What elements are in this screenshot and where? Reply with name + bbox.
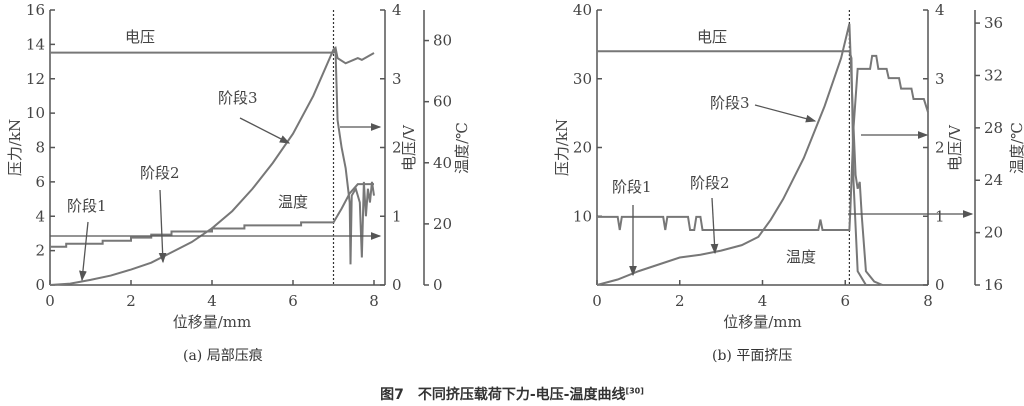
stage1-label: 阶段1 (612, 178, 652, 196)
voltage-tick-label: 2 (935, 139, 945, 157)
x-axis-label: 位移量/mm (173, 313, 252, 331)
voltage-tick-label: 0 (935, 276, 945, 294)
figure-ref: [30] (625, 386, 644, 396)
temperature-label: 温度 (786, 248, 816, 266)
stage3-label: 阶段3 (218, 89, 258, 107)
annotation-arrow (79, 221, 89, 282)
force-tick-label: 10 (26, 104, 45, 122)
voltage-tick-label: 4 (392, 1, 402, 19)
voltage-axis-label: 电压/V (400, 124, 418, 171)
temperature-tick-label: 28 (984, 119, 1003, 137)
force-tick-label: 10 (573, 207, 592, 225)
temperature-tick-label: 16 (984, 276, 1003, 294)
annotation-arrow (710, 197, 719, 255)
voltage-tick-label: 3 (935, 70, 945, 88)
caption-b: (b) 平面挤压 (712, 348, 793, 364)
temperature-tick-label: 20 (984, 224, 1003, 242)
x-tick-label: 2 (675, 292, 685, 310)
x-tick-label: 6 (288, 292, 298, 310)
voltage-label: 电压 (125, 28, 155, 46)
force-tick-label: 6 (35, 173, 45, 191)
stage2-label: 阶段2 (140, 164, 180, 182)
force-tick-label: 30 (573, 70, 592, 88)
voltage-tick-label: 0 (392, 276, 402, 294)
temperature-tick-label: 0 (433, 276, 443, 294)
x-tick-label: 8 (923, 292, 933, 310)
annotation-arrow (239, 117, 291, 144)
force-tick-label: 40 (573, 1, 592, 19)
voltage-tick-label: 3 (392, 70, 402, 88)
annotation-arrow (158, 189, 167, 264)
force-tick-label: 8 (35, 139, 45, 157)
figure-title: 图7 不同挤压载荷下力-电压-温度曲线[30] (0, 384, 1024, 404)
force-tick-label: 14 (26, 35, 45, 53)
x-axis-label: 位移量/mm (723, 313, 802, 331)
x-tick-label: 4 (207, 292, 217, 310)
stage1-label: 阶段1 (67, 197, 107, 215)
temperature-axis-label: 温度/℃ (453, 122, 471, 174)
x-tick-label: 6 (840, 292, 850, 310)
caption-a: (a) 局部压痕 (183, 348, 263, 364)
force-tick-label: 4 (35, 207, 45, 225)
temperature-tick-label: 40 (433, 154, 452, 172)
temperature-tick-label: 32 (984, 66, 1003, 84)
force-curve (596, 23, 883, 286)
x-tick-label: 8 (369, 292, 379, 310)
x-tick-label: 0 (45, 292, 55, 310)
x-tick-label: 2 (126, 292, 136, 310)
temperature-curve (597, 54, 929, 231)
force-tick-label: 0 (35, 276, 45, 294)
temperature-curve (50, 183, 374, 248)
x-tick-label: 4 (758, 292, 768, 310)
voltage-curve (597, 50, 871, 286)
voltage-axis-label: 电压/V (946, 124, 964, 171)
force-tick-label: 20 (573, 139, 592, 157)
x-tick-label: 0 (592, 292, 602, 310)
temperature-tick-label: 20 (433, 215, 452, 233)
stage3-label: 阶段3 (710, 94, 750, 112)
stage2-label: 阶段2 (690, 174, 730, 192)
temperature-tick-label: 24 (984, 171, 1003, 189)
force-curve (49, 45, 375, 286)
voltage-label: 电压 (697, 28, 727, 46)
force-axis-label: 压力/kN (553, 119, 571, 176)
voltage-tick-label: 2 (392, 139, 402, 157)
temperature-tick-label: 60 (433, 93, 452, 111)
voltage-tick-label: 4 (935, 1, 945, 19)
force-tick-label: 2 (35, 242, 45, 260)
voltage-tick-label: 1 (392, 207, 402, 225)
annotation-arrow (754, 104, 817, 123)
temperature-tick-label: 36 (984, 14, 1003, 32)
temperature-axis-label: 温度/℃ (1008, 122, 1024, 174)
voltage-tick-label: 1 (935, 207, 945, 225)
force-tick-label: 16 (26, 1, 45, 19)
voltage-curve (50, 46, 375, 265)
figure-title-text: 图7 不同挤压载荷下力-电压-温度曲线 (380, 387, 626, 403)
temperature-tick-label: 80 (433, 32, 452, 50)
force-axis-label: 压力/kN (6, 119, 24, 176)
temperature-label: 温度 (278, 193, 308, 211)
force-tick-label: 12 (26, 70, 45, 88)
